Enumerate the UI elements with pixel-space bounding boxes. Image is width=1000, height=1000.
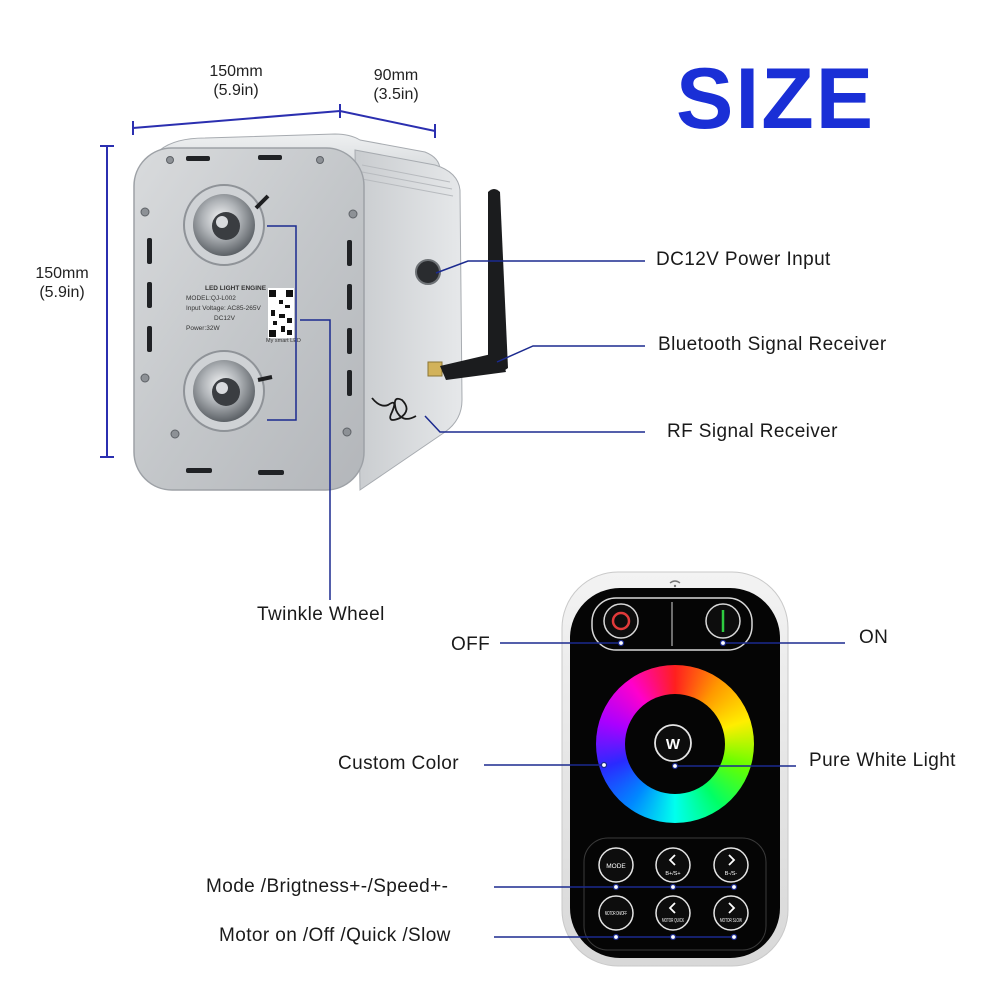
- page-title: SIZE: [676, 51, 876, 147]
- motor-onoff-label: MOTOR ON/OFF: [605, 911, 627, 917]
- width-in: (5.9in): [213, 82, 259, 99]
- depth-dimension-label: 90mm (3.5in): [356, 66, 436, 104]
- brightness-minus-button[interactable]: B-/S-: [713, 847, 749, 883]
- off-label: OFF: [451, 634, 491, 655]
- depth-in: (3.5in): [373, 86, 419, 103]
- on-button[interactable]: [705, 603, 741, 639]
- brightness-plus-button[interactable]: B+/S+: [655, 847, 691, 883]
- plate-heading: LED LIGHT ENGINE: [205, 285, 267, 292]
- pure-white-label: Pure White Light: [809, 750, 956, 771]
- engine-callout-lines: [267, 225, 645, 600]
- height-in: (5.9in): [39, 284, 85, 301]
- height-dimension-label: 150mm (5.9in): [22, 264, 102, 302]
- rf-label: RF Signal Receiver: [667, 421, 838, 442]
- depth-mm: 90mm: [373, 67, 419, 84]
- chevron-right-icon: [728, 854, 736, 866]
- plate-dc: DC12V: [214, 315, 236, 322]
- mode-row-label: Mode /Brigtness+-/Speed+-: [206, 876, 449, 897]
- width-dimension-label: 150mm (5.9in): [196, 62, 276, 100]
- width-mm: 150mm: [209, 63, 263, 80]
- chevron-right-icon: [728, 902, 736, 914]
- plate-model: MODEL:QJ-L002: [186, 295, 236, 302]
- callout-dots: [600, 639, 738, 941]
- plate-qr-caption: My smart LED: [266, 338, 301, 344]
- motor-onoff-button[interactable]: MOTOR ON/OFF: [598, 895, 634, 931]
- motor-quick-button[interactable]: MOTOR QUICK: [655, 895, 691, 931]
- bluetooth-label: Bluetooth Signal Receiver: [658, 334, 887, 355]
- chevron-left-icon: [668, 902, 676, 914]
- height-mm: 150mm: [35, 265, 89, 282]
- off-button[interactable]: [603, 603, 639, 639]
- qr-code-icon: [268, 288, 294, 338]
- b-minus-label: B-/S-: [725, 871, 738, 877]
- plate-input: Input Voltage: AC85-265V: [186, 305, 261, 312]
- motor-slow-label: MOTOR SLOW: [720, 918, 742, 924]
- mode-button-label: MODE: [606, 863, 626, 870]
- dimension-lines: [100, 104, 436, 458]
- motor-quick-label: MOTOR QUICK: [662, 918, 684, 924]
- custom-color-label: Custom Color: [338, 753, 459, 774]
- on-label: ON: [859, 627, 889, 648]
- plate-power: Power:32W: [186, 325, 220, 332]
- motor-slow-button[interactable]: MOTOR SLOW: [713, 895, 749, 931]
- remote-control: W MODE B+/S+ B-/S- MOTOR ON/OFF MOTOR QU…: [561, 571, 789, 967]
- motor-row-label: Motor on /Off /Quick /Slow: [219, 925, 451, 946]
- chevron-left-icon: [668, 854, 676, 866]
- b-plus-label: B+/S+: [665, 871, 680, 877]
- mode-button[interactable]: MODE: [598, 847, 634, 883]
- power-input-label: DC12V Power Input: [656, 249, 831, 270]
- w-button-label: W: [666, 736, 681, 753]
- light-engine: LED LIGHT ENGINE MODEL:QJ-L002 Input Vol…: [133, 133, 508, 491]
- pure-white-button[interactable]: W: [654, 724, 692, 762]
- twinkle-wheel-label: Twinkle Wheel: [257, 604, 385, 625]
